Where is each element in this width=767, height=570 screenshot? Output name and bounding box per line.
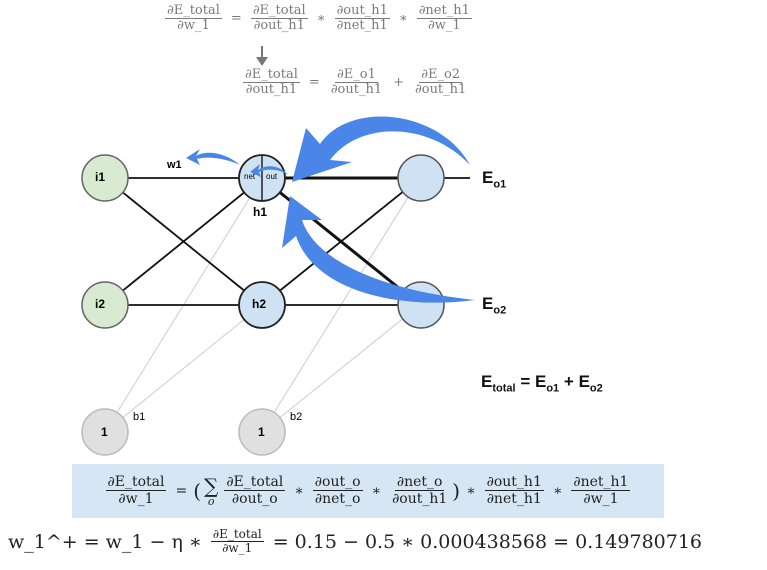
- label-i2: i2: [95, 297, 106, 311]
- formula-top-term2: ∂out_h1∂net_h1: [334, 3, 390, 33]
- blue-arrow-w1-icon: [186, 149, 240, 165]
- formula-hl-term5: ∂net_h1∂w_1: [571, 474, 631, 507]
- formula-update: w_1^+ = w_1 − η ∗ ∂E_total∂w_1 = 0.15 − …: [8, 528, 708, 555]
- formula-mid-lhs: ∂E_total∂out_h1: [243, 67, 300, 97]
- label-eo2: Eo2: [482, 294, 507, 317]
- node-h2: [238, 281, 286, 329]
- formula-hl-term4: ∂out_h1∂net_h1: [484, 474, 544, 507]
- blue-arrow-h1-icon: [250, 164, 288, 177]
- formula-hl-term2: ∂out_o∂net_o: [312, 474, 363, 507]
- formula-hl-lhs: ∂E_total∂w_1: [105, 474, 167, 507]
- label-eo1: Eo1: [482, 168, 507, 191]
- formula-update-eq1: = w_1 − η ∗: [83, 530, 202, 553]
- node-i1: [81, 154, 129, 202]
- label-net: net: [244, 172, 256, 181]
- label-b1-node: 1: [101, 425, 108, 439]
- blue-arrow-eo1-icon: [292, 116, 470, 182]
- label-h2: h2: [252, 297, 267, 311]
- sum-symbol: ∑ o: [204, 473, 219, 508]
- node-o1: [397, 154, 445, 202]
- node-b2: [238, 408, 286, 456]
- formula-top-term3: ∂net_h1∂w_1: [416, 3, 472, 33]
- formula-update-frac: ∂E_total∂w_1: [210, 527, 264, 555]
- down-arrow-icon: [256, 46, 268, 66]
- formula-mid-term2: ∂E_o2∂out_h1: [415, 67, 467, 97]
- formula-update-lhs: w_1^+: [8, 530, 78, 553]
- formula-mid: ∂E_total∂out_h1 = ∂E_o1∂out_h1 + ∂E_o2∂o…: [243, 67, 467, 97]
- formula-top-lhs: ∂E_total∂w_1: [165, 3, 222, 33]
- formula-hl-term1: ∂E_total∂out_o: [224, 474, 286, 507]
- label-out: out: [266, 172, 278, 181]
- label-w1: w1: [167, 159, 182, 171]
- bias-connections: [104, 177, 421, 433]
- formula-update-rest: = 0.15 − 0.5 ∗ 0.000438568 = 0.149780716: [272, 530, 703, 553]
- label-b1: b1: [133, 411, 146, 423]
- label-i1: i1: [95, 170, 106, 184]
- label-b2: b2: [290, 411, 303, 423]
- formula-hl-term3: ∂net_o∂out_h1: [392, 474, 448, 507]
- label-b2-node: 1: [258, 425, 265, 439]
- formula-top: ∂E_total∂w_1 = ∂E_total∂out_h1 ∗ ∂out_h1…: [165, 3, 472, 33]
- hidden-output-connections: [261, 176, 470, 313]
- label-etotal: Etotal = Eo1 + Eo2: [481, 372, 603, 395]
- blue-arrow-eo2-icon: [282, 196, 475, 303]
- network-diagram: [81, 116, 475, 456]
- formula-mid-term1: ∂E_o1∂out_h1: [330, 67, 383, 97]
- node-i2: [81, 281, 129, 329]
- formula-top-term1: ∂E_total∂out_h1: [250, 3, 308, 33]
- label-h1: h1: [253, 205, 268, 219]
- node-b1: [81, 408, 129, 456]
- formula-highlight: ∂E_total∂w_1 = ( ∑ o ∂E_total∂out_o ∗ ∂o…: [72, 464, 664, 518]
- input-hidden-connections: [104, 177, 263, 306]
